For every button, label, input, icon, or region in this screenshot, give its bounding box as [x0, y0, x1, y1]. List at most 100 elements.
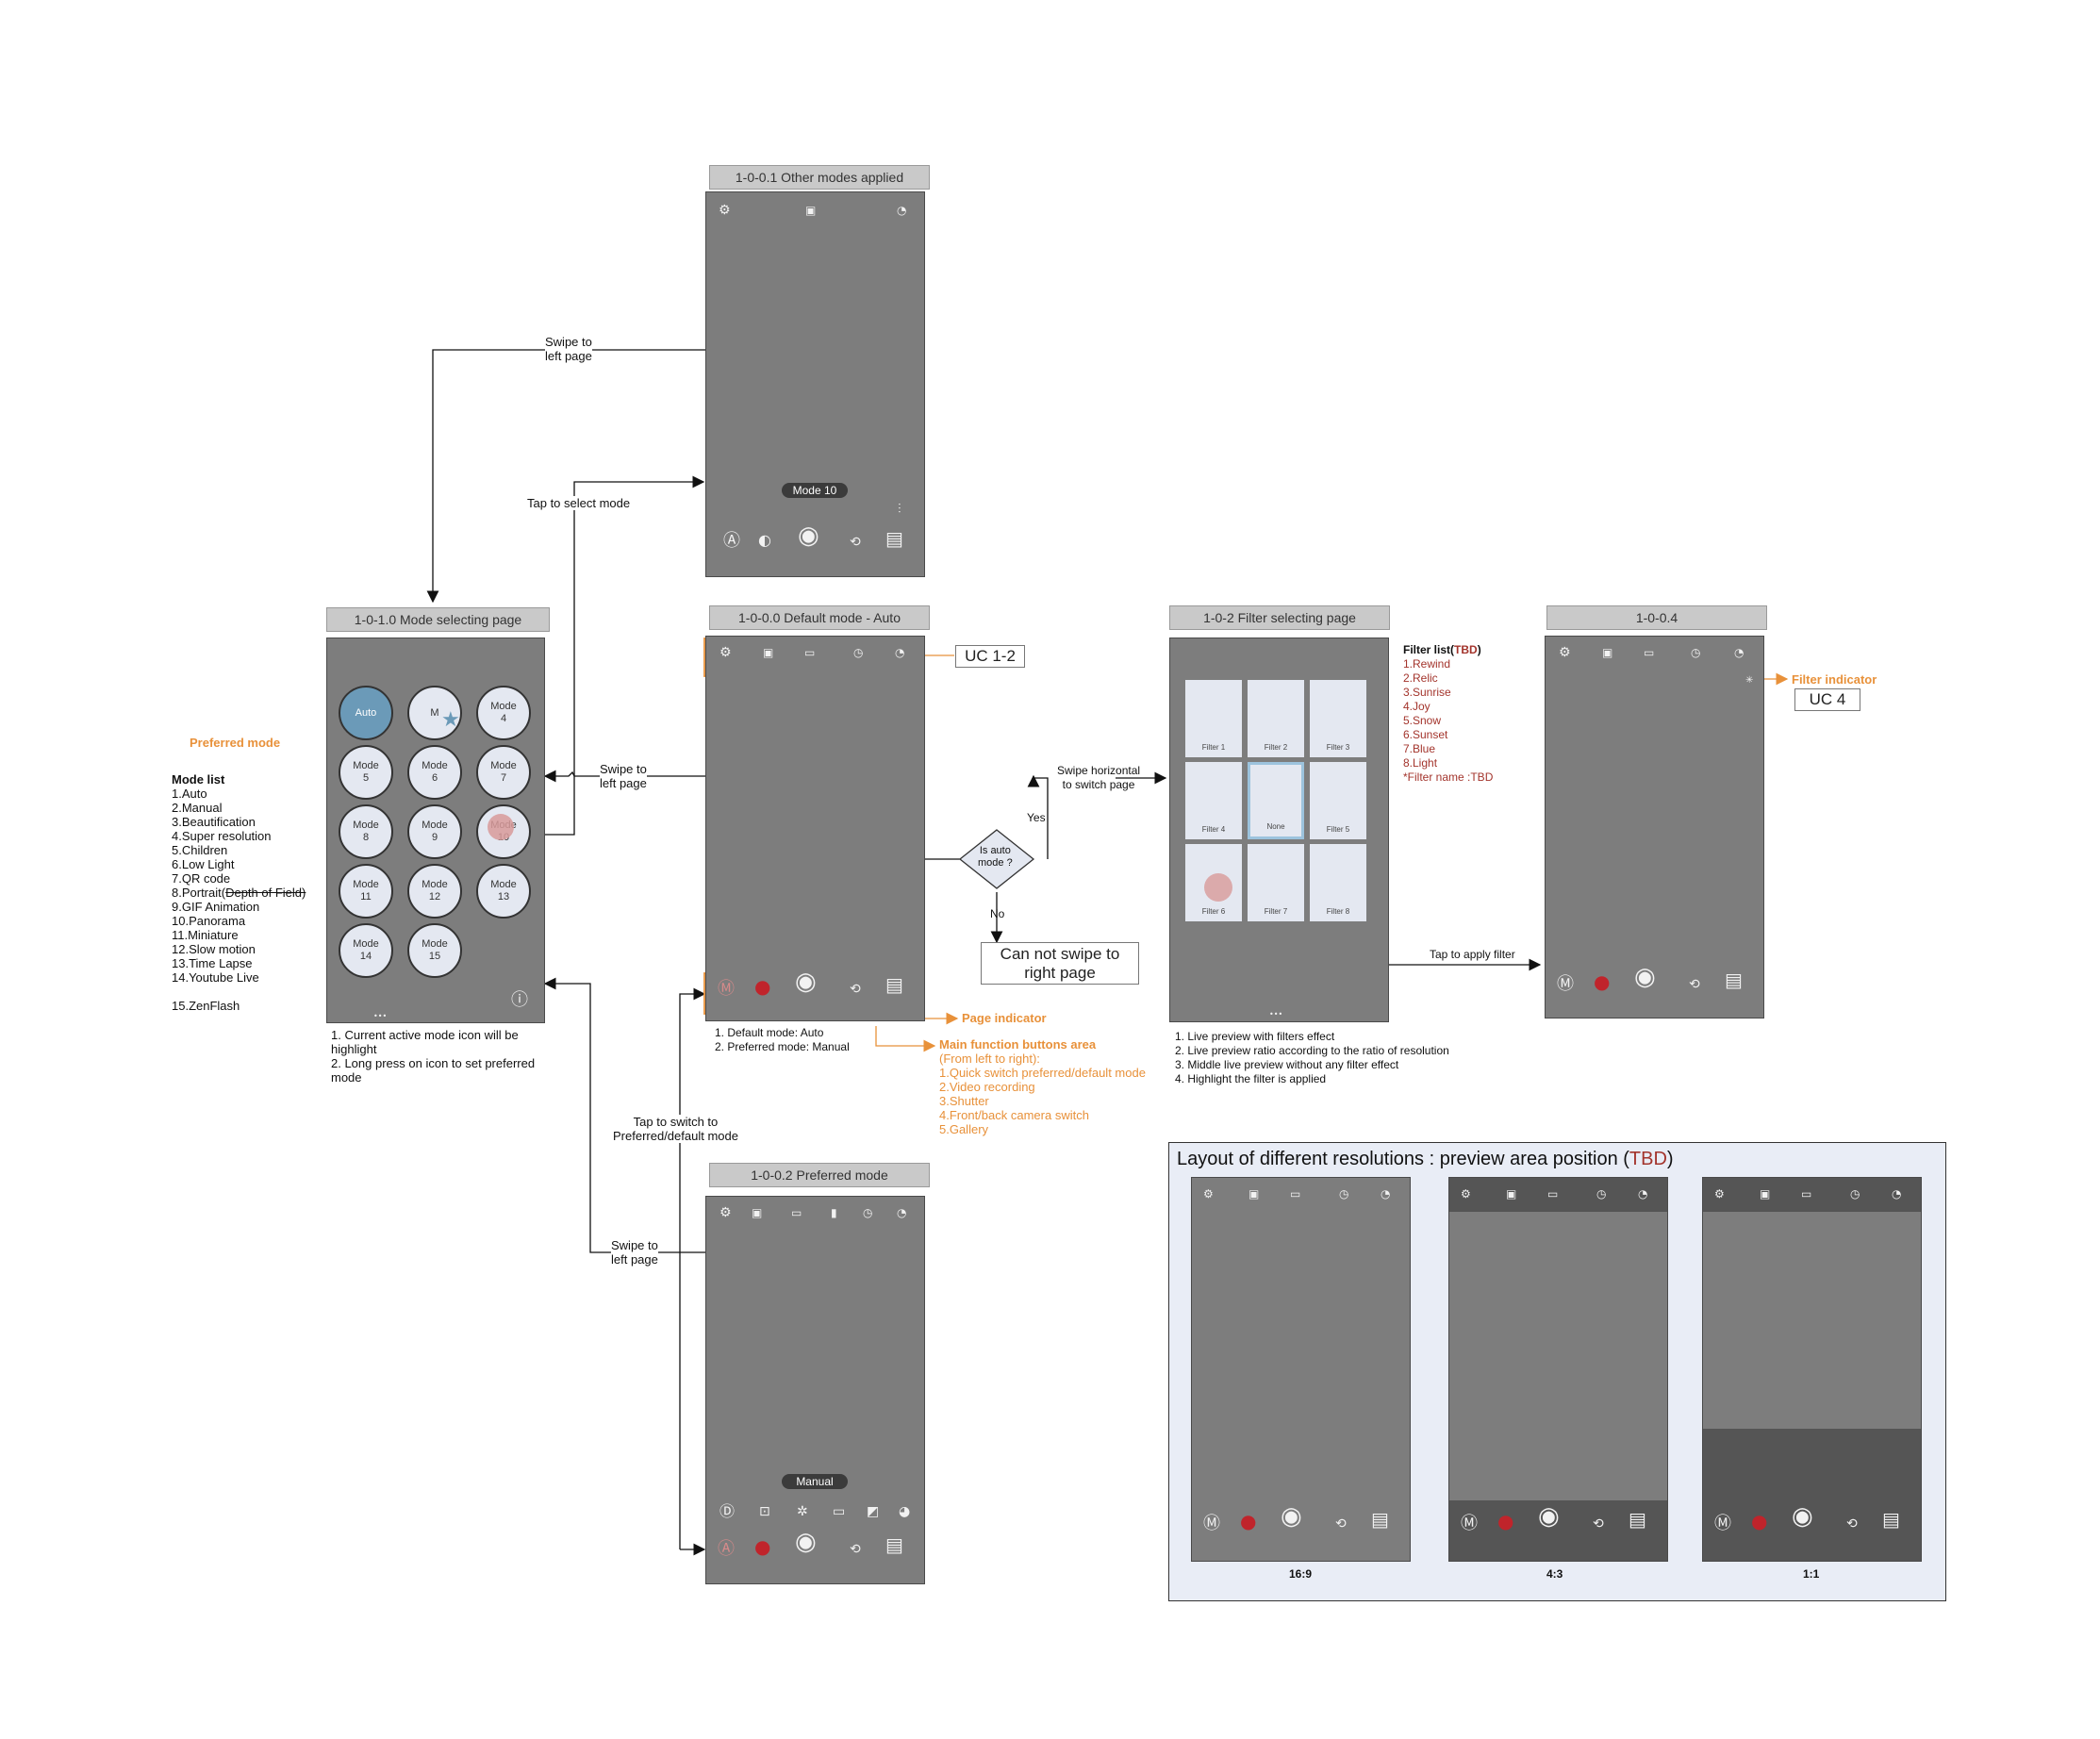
filter-tile[interactable]: Filter 4	[1185, 762, 1242, 839]
ev-icon[interactable]: ⊡	[759, 1504, 770, 1519]
timer-icon[interactable]: ◷	[1850, 1187, 1860, 1201]
filter-tile[interactable]: None	[1248, 762, 1304, 839]
manual-mode-icon[interactable]: Ⓜ	[1714, 1514, 1731, 1533]
auto-mode-icon[interactable]: Ⓐ	[718, 1539, 735, 1559]
shutter-icon[interactable]: ◉	[795, 968, 817, 996]
hdr-icon[interactable]: ▣	[1760, 1187, 1771, 1201]
aspect-icon[interactable]: ▭	[1801, 1187, 1812, 1201]
filter-tile[interactable]: Filter 1	[1185, 680, 1242, 757]
aspect-icon[interactable]: ▭	[1644, 646, 1655, 659]
hdr-icon[interactable]: ▣	[805, 204, 817, 217]
hdr-icon[interactable]: ▣	[1602, 646, 1613, 659]
auto-mode-icon[interactable]: Ⓐ	[723, 531, 740, 551]
switch-camera-icon[interactable]: ⟲	[850, 1542, 861, 1557]
gallery-icon[interactable]: ▤	[885, 527, 903, 550]
shutter-icon[interactable]: ◉	[795, 1528, 817, 1556]
manual-mode-icon[interactable]: Ⓜ	[1461, 1514, 1478, 1533]
filter-tile[interactable]: Filter 8	[1310, 844, 1366, 921]
raw-icon[interactable]: ▮	[831, 1206, 837, 1219]
timer-icon[interactable]: ◷	[863, 1206, 873, 1219]
mode-button[interactable]: Mode 5	[339, 745, 393, 800]
manual-mode-icon[interactable]: Ⓜ	[1203, 1514, 1220, 1533]
info-icon[interactable]: ⓘ	[511, 990, 528, 1010]
record-icon[interactable]: ●	[1594, 970, 1611, 993]
mode-button[interactable]: Mode 7	[476, 745, 531, 800]
more-icon[interactable]: ◔	[1638, 1187, 1648, 1201]
mode-button[interactable]: Auto	[339, 686, 393, 740]
filter-tile[interactable]: Filter 3	[1310, 680, 1366, 757]
shutter-icon[interactable]: ◉	[1281, 1502, 1302, 1531]
hdr-icon[interactable]: ▣	[763, 646, 774, 659]
settings-icon[interactable]: ⚙	[719, 645, 732, 660]
mode-button[interactable]: M★	[407, 686, 462, 740]
settings-icon[interactable]: ⚙	[1461, 1187, 1471, 1201]
more-icon[interactable]: ◔	[897, 204, 907, 217]
mode-button[interactable]: Mode 4	[476, 686, 531, 740]
timer-icon[interactable]: ◷	[1596, 1187, 1607, 1201]
switch-camera-icon[interactable]: ⟲	[850, 535, 861, 550]
more-icon[interactable]: ◔	[897, 1206, 907, 1219]
gallery-icon[interactable]: ▤	[1725, 969, 1743, 991]
settings-icon[interactable]: ⚙	[719, 203, 731, 218]
timer-icon[interactable]: ◷	[853, 646, 864, 659]
shutter-icon[interactable]: ◉	[1792, 1502, 1813, 1531]
auto-focus-icon[interactable]: ✲	[797, 1504, 808, 1519]
aspect-icon[interactable]: ▭	[804, 646, 816, 659]
switch-camera-icon[interactable]: ⟲	[1846, 1516, 1858, 1532]
timer-icon[interactable]: ◷	[1339, 1187, 1349, 1201]
aspect-icon[interactable]: ▭	[791, 1206, 802, 1219]
filter-tile[interactable]: Filter 2	[1248, 680, 1304, 757]
timer-icon[interactable]: ◷	[1691, 646, 1701, 659]
more-icon[interactable]: ◔	[1734, 646, 1744, 659]
more-icon[interactable]: ◔	[1892, 1187, 1902, 1201]
aspect-icon[interactable]: ▭	[1290, 1187, 1301, 1201]
more-icon[interactable]: ◔	[895, 646, 905, 659]
manual-mode-icon[interactable]: Ⓜ	[1557, 974, 1574, 994]
switch-camera-icon[interactable]: ⟲	[1593, 1516, 1604, 1532]
filter-tile[interactable]: Filter 5	[1310, 762, 1366, 839]
gallery-icon[interactable]: ▤	[1371, 1508, 1389, 1531]
shutter-icon[interactable]: ◉	[1538, 1502, 1560, 1531]
hdr-icon[interactable]: ▣	[752, 1206, 763, 1219]
settings-icon[interactable]: ⚙	[719, 1205, 732, 1220]
video-toggle-icon[interactable]: ◐	[758, 531, 771, 549]
switch-camera-icon[interactable]: ⟲	[1335, 1516, 1347, 1532]
shutter-icon[interactable]: ◉	[1634, 963, 1656, 991]
hdr-icon[interactable]: ▣	[1248, 1187, 1260, 1201]
manual-mode-icon[interactable]: Ⓜ	[718, 979, 735, 999]
record-icon[interactable]: ●	[1497, 1510, 1514, 1532]
note-line: 2. Live preview ratio according to the r…	[1175, 1044, 1449, 1057]
mode-button[interactable]: Mode 6	[407, 745, 462, 800]
shutter-icon[interactable]: ◉	[798, 522, 819, 550]
effect-icon[interactable]: ◩	[867, 1504, 880, 1519]
gallery-icon[interactable]: ▤	[885, 973, 903, 996]
gallery-icon[interactable]: ▤	[1882, 1508, 1900, 1531]
settings-icon[interactable]: ⚙	[1559, 645, 1571, 660]
record-icon[interactable]: ●	[754, 1535, 771, 1558]
mode-button[interactable]: Mode 13	[476, 864, 531, 919]
settings-icon[interactable]: ⚙	[1714, 1187, 1725, 1201]
customize-icon[interactable]: Ⓓ	[719, 1502, 736, 1520]
split-icon[interactable]: ◕	[899, 1504, 911, 1519]
more-icon[interactable]: ◔	[1381, 1187, 1391, 1201]
filter-tile[interactable]: Filter 7	[1248, 844, 1304, 921]
mode-button[interactable]: Mode 12	[407, 864, 462, 919]
mode-button[interactable]: Mode 11	[339, 864, 393, 919]
mode-button[interactable]: Mode 9	[407, 804, 462, 859]
aspect-icon[interactable]: ▭	[1547, 1187, 1559, 1201]
mode-button[interactable]: Mode 15	[407, 923, 462, 978]
record-icon[interactable]: ●	[1751, 1510, 1768, 1532]
gallery-icon[interactable]: ▤	[1629, 1508, 1646, 1531]
switch-camera-icon[interactable]: ⟲	[1689, 977, 1700, 992]
hdr-icon[interactable]: ▣	[1506, 1187, 1517, 1201]
gallery-icon[interactable]: ▤	[885, 1533, 903, 1556]
mode-button[interactable]: Mode 14	[339, 923, 393, 978]
record-icon[interactable]: ●	[1240, 1510, 1257, 1532]
switch-camera-icon[interactable]: ⟲	[850, 982, 861, 997]
bulb-icon[interactable]: ▭	[833, 1504, 846, 1519]
record-icon[interactable]: ●	[754, 975, 771, 998]
mode-button[interactable]: Mode 8	[339, 804, 393, 859]
mode-button[interactable]: Mode 10	[476, 804, 531, 859]
settings-icon[interactable]: ⚙	[1203, 1187, 1214, 1201]
adjust-icon[interactable]: ⫶	[898, 502, 901, 517]
